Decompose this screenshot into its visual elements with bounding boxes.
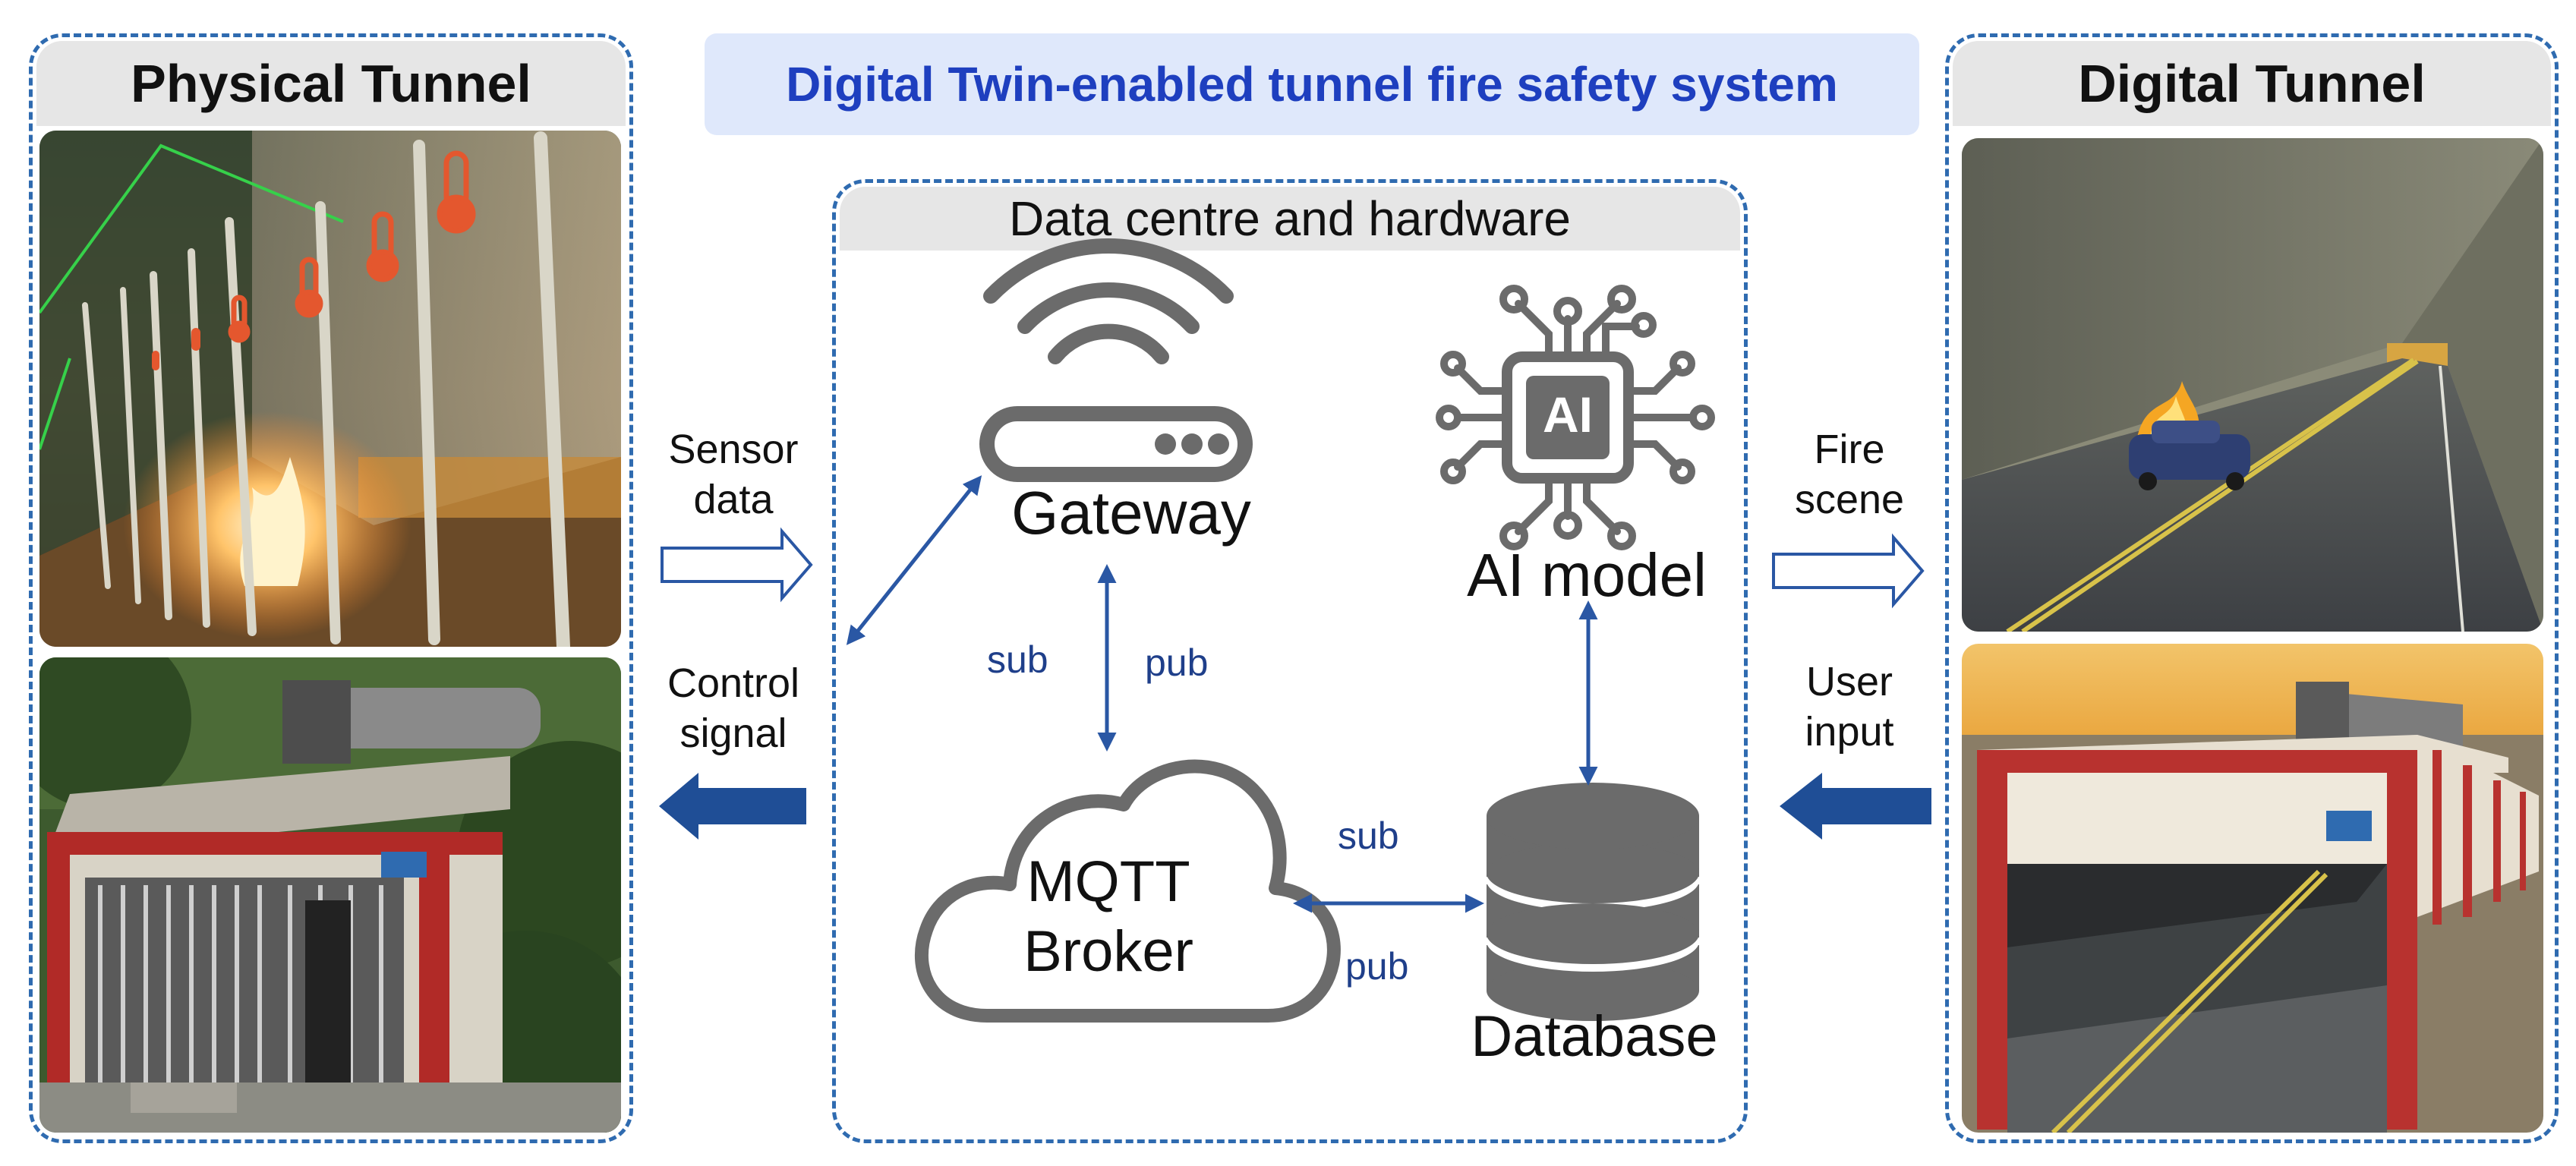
sensor-data-line1: Sensor [668,427,799,472]
sensor-data-arrow [661,527,813,603]
user-input-label: User input [1758,657,1941,758]
user-input-line1: User [1805,659,1893,704]
control-signal-label: Control signal [642,659,825,759]
data-centre-header: Data centre and hardware [840,187,1740,251]
physical-tunnel-header: Physical Tunnel [36,41,626,126]
digital-tunnel-header: Digital Tunnel [1953,41,2551,126]
fire-scene-label: Fire scene [1758,425,1941,525]
user-input-line2: input [1805,708,1894,755]
digital-tunnel-fire-render [1962,138,2543,632]
sensor-data-label: Sensor data [642,425,825,525]
control-signal-line1: Control [667,660,800,706]
fire-scene-line1: Fire [1814,427,1885,472]
physical-tunnel-fire-photo [39,131,621,647]
physical-tunnel-building-photo [39,657,621,1133]
diagram-title: Digital Twin-enabled tunnel fire safety … [786,57,1838,112]
user-input-arrow [1780,773,1931,840]
data-centre-panel [832,179,1748,1143]
gateway-label: Gateway [1011,479,1251,547]
gateway-broker-pub-label: pub [1145,641,1209,684]
ai-chip-text: AI [1543,386,1593,443]
control-signal-line2: signal [679,710,787,756]
database-label: Database [1471,1004,1718,1069]
gateway-broker-sub-label: sub [987,638,1048,681]
title-background [705,33,1919,135]
ai-model-label: AI model [1467,541,1707,609]
sensor-data-line2: data [693,476,774,522]
digital-tunnel-panel [1945,33,2559,1143]
broker-database-sub-label: sub [1338,815,1399,857]
digital-tunnel-exterior-render [1962,644,2543,1133]
physical-tunnel-panel [29,33,633,1143]
fire-scene-line2: scene [1794,476,1905,522]
mqtt-broker-label-line1: MQTT [1026,849,1190,914]
control-signal-arrow [659,773,806,840]
broker-database-pub-label: pub [1345,945,1409,988]
fire-scene-arrow [1772,533,1925,609]
mqtt-broker-label-line2: Broker [1023,919,1193,984]
